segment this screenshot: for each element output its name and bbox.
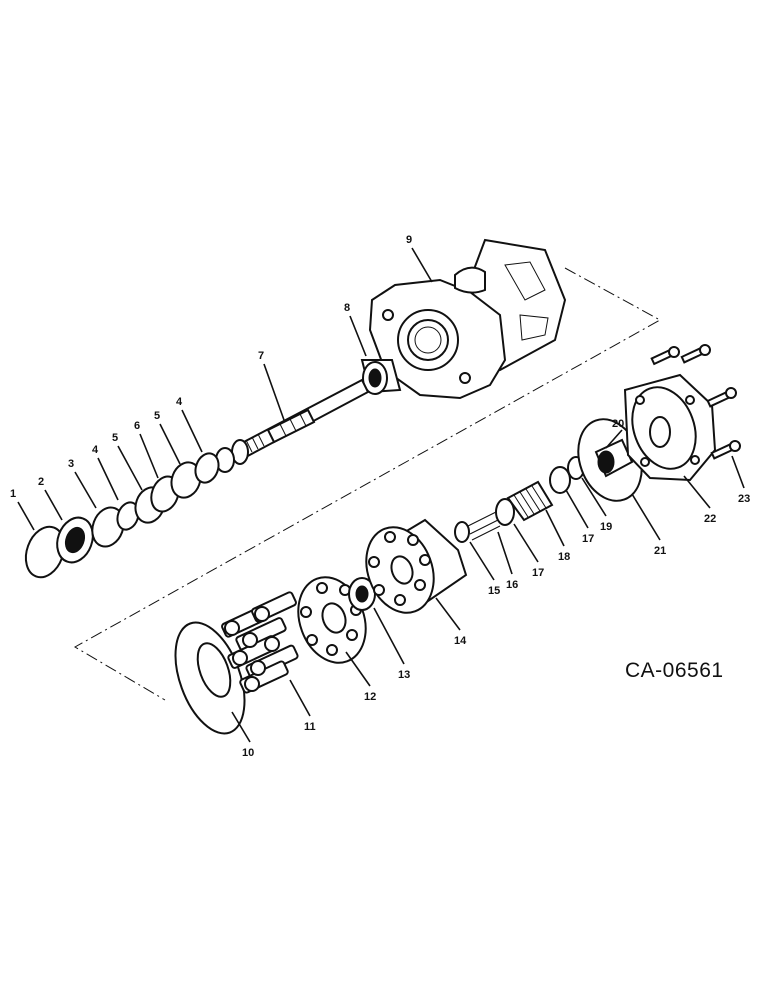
drive-shaft — [215, 378, 370, 473]
callout-11: 11 — [304, 721, 316, 733]
callout-17b: 17 — [582, 533, 594, 545]
callout-22: 22 — [704, 513, 716, 525]
callout-1: 1 — [10, 488, 16, 500]
callout-17: 17 — [532, 567, 544, 579]
callout-12: 12 — [364, 691, 376, 703]
spherical-bushing — [348, 577, 376, 611]
callout-19: 19 — [600, 521, 612, 533]
end-cap — [623, 373, 717, 482]
callout-23: 23 — [738, 493, 750, 505]
leader-lines — [17, 247, 745, 743]
assembly-outline — [73, 267, 662, 701]
callout-13: 13 — [398, 669, 410, 681]
motor-housing — [368, 238, 567, 400]
cap-bolts — [650, 344, 741, 460]
callout-3: 3 — [68, 458, 74, 470]
callout-4b: 4 — [176, 396, 183, 408]
callout-15: 15 — [488, 585, 500, 597]
callout-10: 10 — [242, 747, 254, 759]
callout-18: 18 — [558, 551, 570, 563]
callout-6: 6 — [134, 420, 140, 432]
callout-2: 2 — [38, 476, 44, 488]
piston-group — [221, 591, 299, 694]
callout-labels: 1 2 3 4 5 6 5 4 7 8 9 10 11 12 13 14 15 … — [10, 234, 750, 759]
right-spring-group — [454, 456, 585, 543]
left-ring-group — [24, 452, 220, 579]
callout-20: 20 — [612, 418, 624, 430]
thrust-plate — [174, 621, 246, 735]
cylinder-block — [365, 518, 468, 614]
callout-8: 8 — [344, 302, 350, 314]
callout-9: 9 — [406, 234, 412, 246]
callout-16: 16 — [506, 579, 518, 591]
callout-4: 4 — [92, 444, 99, 456]
callout-5b: 5 — [154, 410, 160, 422]
callout-7: 7 — [258, 350, 264, 362]
callout-21: 21 — [654, 545, 666, 557]
callout-5: 5 — [112, 432, 118, 444]
callout-14: 14 — [454, 635, 467, 647]
bearing — [360, 359, 402, 395]
valve-plate — [577, 418, 643, 502]
drawing-code: CA-06561 — [625, 659, 724, 682]
